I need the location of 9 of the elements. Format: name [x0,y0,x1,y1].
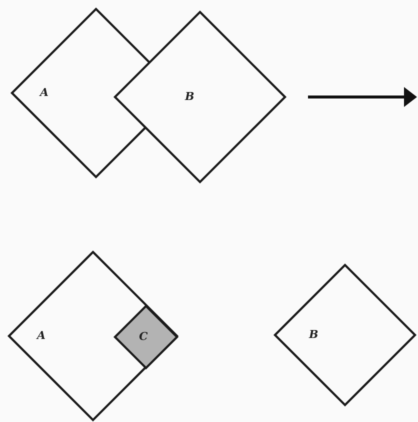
shape-label: B [309,329,318,341]
shape-label: C [139,331,148,343]
shape-label: B [185,91,194,103]
shape-label: A [37,330,46,342]
diamond-shape [115,306,177,368]
diamond-shape [9,252,177,420]
shape-label: A [40,87,49,99]
diamond-shape [275,265,415,405]
diamond-shape [115,12,285,182]
